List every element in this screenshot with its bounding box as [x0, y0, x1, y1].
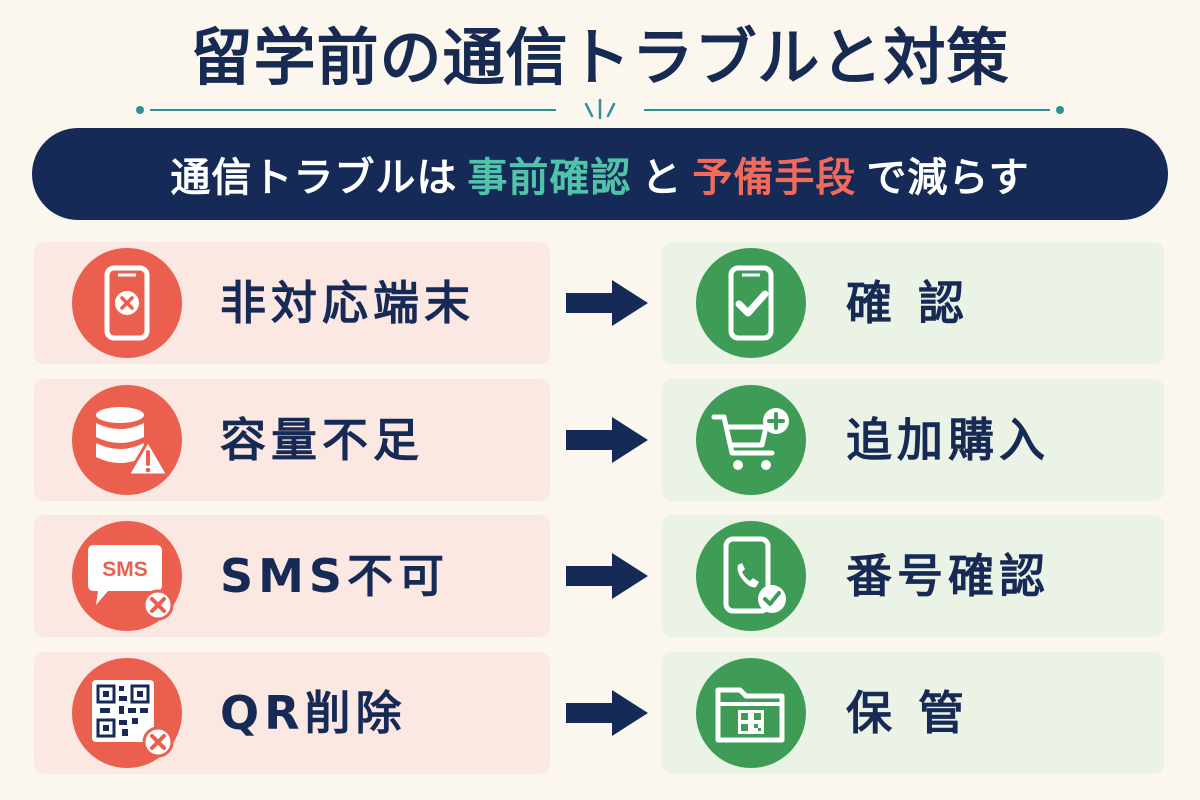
phone-call-check-icon — [696, 521, 806, 631]
row-sms-unavailable: SMS SMS不可 番号確認 — [0, 515, 1200, 637]
banner-connector: と — [641, 155, 683, 201]
arrow-right-icon — [566, 280, 648, 326]
solution-card: 保 管 — [662, 652, 1164, 774]
solution-label: 追加購入 — [846, 413, 1050, 467]
banner-highlight-precheck: 事前確認 — [467, 155, 632, 201]
sms-x-icon: SMS — [72, 521, 182, 631]
solution-card: 番号確認 — [662, 515, 1164, 637]
problem-card: 非対応端末 — [34, 242, 550, 364]
problem-label: QR削除 — [220, 686, 407, 740]
problem-label: 非対応端末 — [220, 276, 475, 330]
folder-qr-icon — [696, 658, 806, 768]
database-warning-icon — [72, 385, 182, 495]
solution-label: 確 認 — [846, 276, 970, 330]
page-title: 留学前の通信トラブルと対策 — [190, 21, 1010, 94]
banner-text-end: で減らす — [866, 155, 1030, 201]
problem-card: SMS SMS不可 — [34, 515, 550, 637]
sms-icon-text: SMS — [102, 558, 148, 581]
solution-label: 保 管 — [846, 686, 970, 740]
solution-card: 確 認 — [662, 242, 1164, 364]
qr-x-icon — [72, 658, 182, 768]
arrow-right-icon — [566, 553, 648, 599]
row-qr-deleted: QR削除 保 管 — [0, 652, 1200, 774]
phone-x-icon — [72, 248, 182, 358]
phone-check-icon — [696, 248, 806, 358]
problem-label: 容量不足 — [220, 413, 424, 467]
row-unsupported-device: 非対応端末 確 認 — [0, 242, 1200, 364]
arrow-right-icon — [566, 417, 648, 463]
arrow-right-icon — [566, 690, 648, 736]
summary-banner: 通信トラブルは 事前確認 と 予備手段 で減らす — [32, 128, 1168, 220]
solution-label: 番号確認 — [846, 549, 1050, 603]
banner-text: 通信トラブルは — [170, 155, 458, 201]
solution-card: 追加購入 — [662, 379, 1164, 501]
problem-card: 容量不足 — [34, 379, 550, 501]
cart-plus-icon — [696, 385, 806, 495]
banner-highlight-backup: 予備手段 — [692, 155, 857, 201]
row-data-shortage: 容量不足 追加購入 — [0, 379, 1200, 501]
problem-label: SMS不可 — [220, 549, 450, 603]
title-divider — [136, 98, 1064, 120]
problem-card: QR削除 — [34, 652, 550, 774]
